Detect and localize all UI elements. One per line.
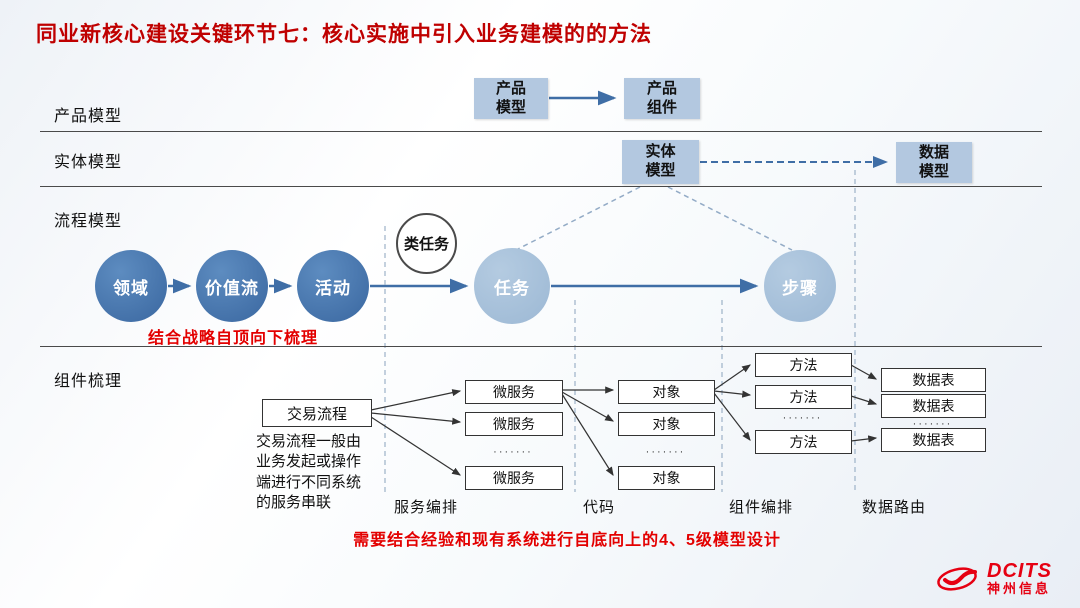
row-label-product-model: 产品模型 xyxy=(54,108,123,125)
data-table-ellipsis: ······· xyxy=(912,418,953,430)
bottom-up-note: 需要结合经验和现有系统进行自底向上的4、5级模型设计 xyxy=(353,532,781,549)
method-box-3: 方法 xyxy=(755,430,852,454)
dcits-logo: DCITS 神州信息 xyxy=(935,561,1052,596)
row-label-component-sorting: 组件梳理 xyxy=(54,373,123,390)
microservice-ellipsis: ······· xyxy=(493,446,533,458)
method-ellipsis: ······· xyxy=(782,412,823,424)
product-component-box: 产品 组件 xyxy=(624,78,700,119)
transaction-flow-description: 交易流程一般由业务发起或操作端进行不同系统的服务串联 xyxy=(256,433,362,511)
microservice-box-1: 微服务 xyxy=(465,380,563,404)
dcits-company-text: 神州信息 xyxy=(987,581,1052,597)
value-stream-circle: 价值流 xyxy=(196,250,268,322)
entity-task-dashed-links xyxy=(515,186,793,251)
slide-title: 同业新核心建设关键环节七：核心实施中引入业务建模的的方法 xyxy=(36,23,652,46)
transaction-flow-box: 交易流程 xyxy=(262,399,372,427)
data-table-box-2: 数据表 xyxy=(881,394,986,418)
dcits-brand-text: DCITS xyxy=(987,560,1052,583)
task-circle: 任务 xyxy=(474,248,550,324)
object-box-1: 对象 xyxy=(618,380,715,404)
step-circle: 步骤 xyxy=(764,250,836,322)
top-down-note: 结合战略自顶向下梳理 xyxy=(148,330,319,347)
object-box-2: 对象 xyxy=(618,412,715,436)
domain-circle: 领域 xyxy=(95,250,167,322)
activity-circle: 活动 xyxy=(297,250,369,322)
task-like-circle: 类任务 xyxy=(396,213,457,274)
object-ellipsis: ······· xyxy=(645,446,686,458)
row-label-entity-model: 实体模型 xyxy=(54,154,123,171)
microservice-box-2: 微服务 xyxy=(465,412,563,436)
label-code: 代码 xyxy=(583,499,616,516)
microservice-box-3: 微服务 xyxy=(465,466,563,490)
dcits-logo-icon xyxy=(937,567,977,591)
entity-model-box: 实体 模型 xyxy=(622,140,699,184)
object-box-3: 对象 xyxy=(618,466,715,490)
product-model-box: 产品 模型 xyxy=(474,78,548,119)
divider-line-1 xyxy=(40,131,1042,132)
data-table-box-3: 数据表 xyxy=(881,428,986,452)
method-box-2: 方法 xyxy=(755,385,852,409)
dcits-logo-text: DCITS 神州信息 xyxy=(987,561,1052,596)
method-box-1: 方法 xyxy=(755,353,852,377)
label-component-orchestration: 组件编排 xyxy=(729,499,794,516)
data-model-box: 数据 模型 xyxy=(896,142,972,183)
divider-line-3 xyxy=(40,346,1042,347)
data-table-box-1: 数据表 xyxy=(881,368,986,392)
label-data-routing: 数据路由 xyxy=(862,499,927,516)
label-service-orchestration: 服务编排 xyxy=(394,499,459,516)
row-label-process-model: 流程模型 xyxy=(54,213,123,230)
divider-line-2 xyxy=(40,186,1042,187)
